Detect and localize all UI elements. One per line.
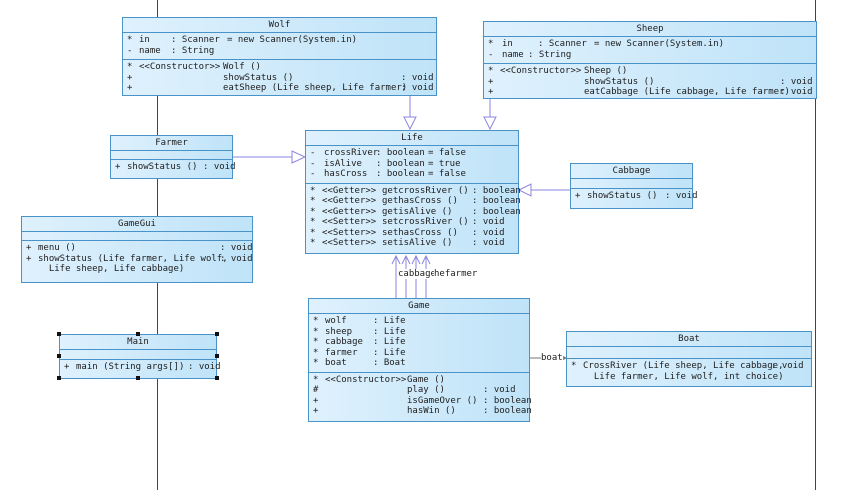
selection-handle[interactable] bbox=[57, 376, 61, 380]
operation-section: +menu (): void +showStatus (Life farmer,… bbox=[22, 241, 253, 278]
attribute-section: *wolf: Life *sheep: Life *cabbage: Life … bbox=[309, 314, 529, 373]
operation-section: *<<Constructor>>Game () #play (): void +… bbox=[309, 373, 532, 420]
attribute-row: *sheep: Life bbox=[313, 326, 406, 337]
lifeline-right bbox=[815, 0, 816, 490]
attribute-row: *farmer: Life bbox=[313, 347, 406, 358]
operation-row: +showStatus (Life farmer, Life wolf,: vo… bbox=[26, 253, 253, 264]
class-life[interactable]: Life -crossRiver: boolean= false -isAliv… bbox=[305, 130, 521, 254]
operation-row: *CrossRiver (Life sheep, Life cabbage,: … bbox=[571, 361, 804, 371]
attribute-section: *in: Scanner= new Scanner(System.in) -na… bbox=[484, 37, 816, 64]
attribute-row: -crossRiver: boolean= false bbox=[310, 148, 466, 158]
operation-row: *<<Constructor>>Sheep () bbox=[488, 66, 628, 76]
class-title: Cabbage bbox=[571, 164, 692, 179]
operation-row: Life sheep, Life cabbage) bbox=[38, 264, 185, 274]
class-title: Farmer bbox=[111, 136, 232, 151]
assoc-label-boat: boat bbox=[541, 353, 563, 363]
operation-row: +showStatus (): void bbox=[488, 76, 813, 87]
operation-row: +eatSheep (Life sheep, Life farmer): voi… bbox=[127, 83, 434, 93]
class-wolf[interactable]: Wolf *in: Scanner= new Scanner(System.in… bbox=[122, 17, 437, 96]
attribute-row: *in: Scanner= new Scanner(System.in) bbox=[488, 39, 725, 49]
operation-section: +showStatus (): void bbox=[111, 160, 236, 176]
attribute-section bbox=[60, 350, 216, 360]
operation-row: +main (String args[]): void bbox=[64, 362, 221, 372]
selection-handle[interactable] bbox=[215, 332, 219, 336]
operation-row: #play (): void bbox=[313, 385, 516, 395]
assoc-label-sheep-farmer: hefarmer bbox=[434, 269, 478, 279]
operation-row: *<<Getter>>gethasCross (): boolean bbox=[310, 196, 521, 206]
attribute-section bbox=[571, 179, 692, 189]
class-title: GameGui bbox=[22, 217, 252, 232]
class-title: Boat bbox=[567, 332, 811, 347]
operation-row: *<<Constructor>>Wolf () bbox=[127, 62, 261, 72]
selection-handle[interactable] bbox=[136, 376, 140, 380]
class-title: Wolf bbox=[123, 18, 436, 33]
attribute-row: *in: Scanner= new Scanner(System.in) bbox=[127, 35, 358, 45]
class-title: Main bbox=[60, 335, 216, 350]
attribute-row: *boat: Boat bbox=[313, 358, 406, 368]
operation-section: *<<Constructor>>Wolf () +showStatus (): … bbox=[123, 60, 436, 97]
class-main[interactable]: Main +main (String args[]): void bbox=[59, 334, 221, 379]
operation-row: +menu (): void bbox=[26, 243, 253, 253]
class-title: Game bbox=[309, 299, 529, 314]
selection-handle[interactable] bbox=[136, 332, 140, 336]
attribute-section bbox=[567, 347, 811, 359]
class-game[interactable]: Game *wolf: Life *sheep: Life *cabbage: … bbox=[308, 298, 532, 422]
operation-section: *CrossRiver (Life sheep, Life cabbage,: … bbox=[567, 359, 811, 385]
attribute-section: -crossRiver: boolean= false -isAlive: bo… bbox=[306, 146, 518, 184]
selection-handle[interactable] bbox=[57, 332, 61, 336]
operation-row: +hasWin (): boolean bbox=[313, 406, 532, 416]
operation-row: +showStatus (): void bbox=[115, 162, 236, 172]
attribute-row: *wolf: Life bbox=[313, 316, 406, 326]
selection-handle[interactable] bbox=[215, 354, 219, 358]
attribute-section: *in: Scanner= new Scanner(System.in) -na… bbox=[123, 33, 436, 60]
class-sheep[interactable]: Sheep *in: Scanner= new Scanner(System.i… bbox=[483, 21, 817, 99]
operation-row: *<<Getter>>getcrossRiver (): boolean bbox=[310, 185, 521, 196]
operation-row: *<<Setter>>setcrossRiver (): void bbox=[310, 217, 505, 227]
attribute-row: -name: String bbox=[127, 45, 215, 56]
operation-row: *<<Setter>>sethasCross (): void bbox=[310, 227, 505, 238]
attribute-row: -hasCross: boolean= false bbox=[310, 169, 466, 179]
attribute-row: -name: String bbox=[488, 49, 572, 60]
operation-row: *<<Getter>>getisAlive (): boolean bbox=[310, 206, 521, 217]
operation-row: *<<Setter>>setisAlive (): void bbox=[310, 238, 505, 248]
operation-row: +eatCabbage (Life cabbage, Life farmer):… bbox=[488, 87, 813, 97]
attribute-row: *cabbage: Life bbox=[313, 337, 406, 347]
selection-handle[interactable] bbox=[215, 376, 219, 380]
operation-section: *<<Getter>>getcrossRiver (): boolean *<<… bbox=[306, 184, 521, 252]
class-farmer[interactable]: Farmer +showStatus (): void bbox=[110, 135, 236, 179]
operation-row: *<<Constructor>>Game () bbox=[313, 374, 445, 385]
operation-section: *<<Constructor>>Sheep () +showStatus ():… bbox=[484, 64, 816, 101]
operation-row: +showStatus (): void bbox=[575, 191, 698, 201]
class-gamegui[interactable]: GameGui +menu (): void +showStatus (Life… bbox=[21, 216, 253, 283]
attribute-row: -isAlive: boolean= true bbox=[310, 158, 461, 169]
class-title: Life bbox=[306, 131, 518, 146]
operation-row: +showStatus (): void bbox=[127, 72, 434, 83]
operation-row: +isGameOver (): boolean bbox=[313, 395, 532, 406]
class-boat[interactable]: Boat *CrossRiver (Life sheep, Life cabba… bbox=[566, 331, 812, 387]
operation-section: +showStatus (): void bbox=[571, 189, 698, 205]
operation-section: +main (String args[]): void bbox=[60, 360, 221, 376]
class-title: Sheep bbox=[484, 22, 816, 37]
operation-row: Life farmer, Life wolf, int choice) bbox=[583, 371, 784, 382]
attribute-section bbox=[111, 151, 232, 160]
class-cabbage[interactable]: Cabbage +showStatus (): void bbox=[570, 163, 698, 209]
attribute-section bbox=[22, 232, 252, 241]
assoc-label-cabbage: cabbage bbox=[398, 269, 436, 279]
selection-handle[interactable] bbox=[57, 354, 61, 358]
